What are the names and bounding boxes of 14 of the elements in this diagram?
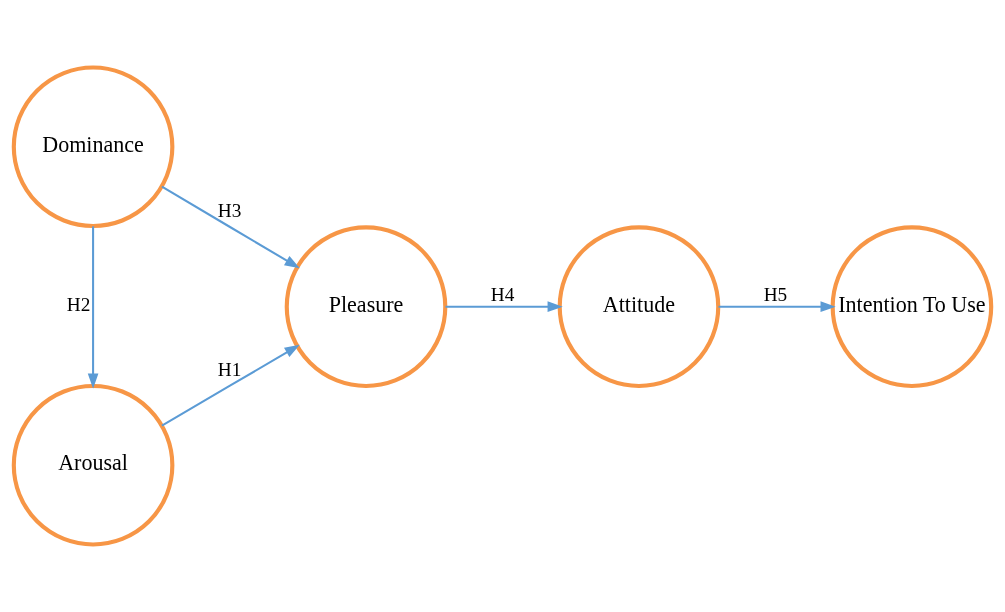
edge-label: H3 bbox=[217, 200, 242, 222]
edge-label: H5 bbox=[763, 284, 788, 306]
arrow bbox=[445, 301, 563, 312]
edge-label: H2 bbox=[66, 294, 91, 316]
arrow bbox=[718, 301, 836, 312]
arrow bbox=[87, 226, 99, 389]
node-circle: Dominance bbox=[11, 65, 175, 229]
arrow bbox=[161, 344, 300, 427]
arrow bbox=[161, 185, 300, 269]
node-circle: Arousal bbox=[11, 383, 175, 547]
node-circle: Intention To Use bbox=[830, 225, 994, 388]
edge-label: H4 bbox=[490, 284, 515, 306]
edge-label: H1 bbox=[217, 358, 242, 380]
node-circle: Attitude bbox=[557, 225, 721, 388]
